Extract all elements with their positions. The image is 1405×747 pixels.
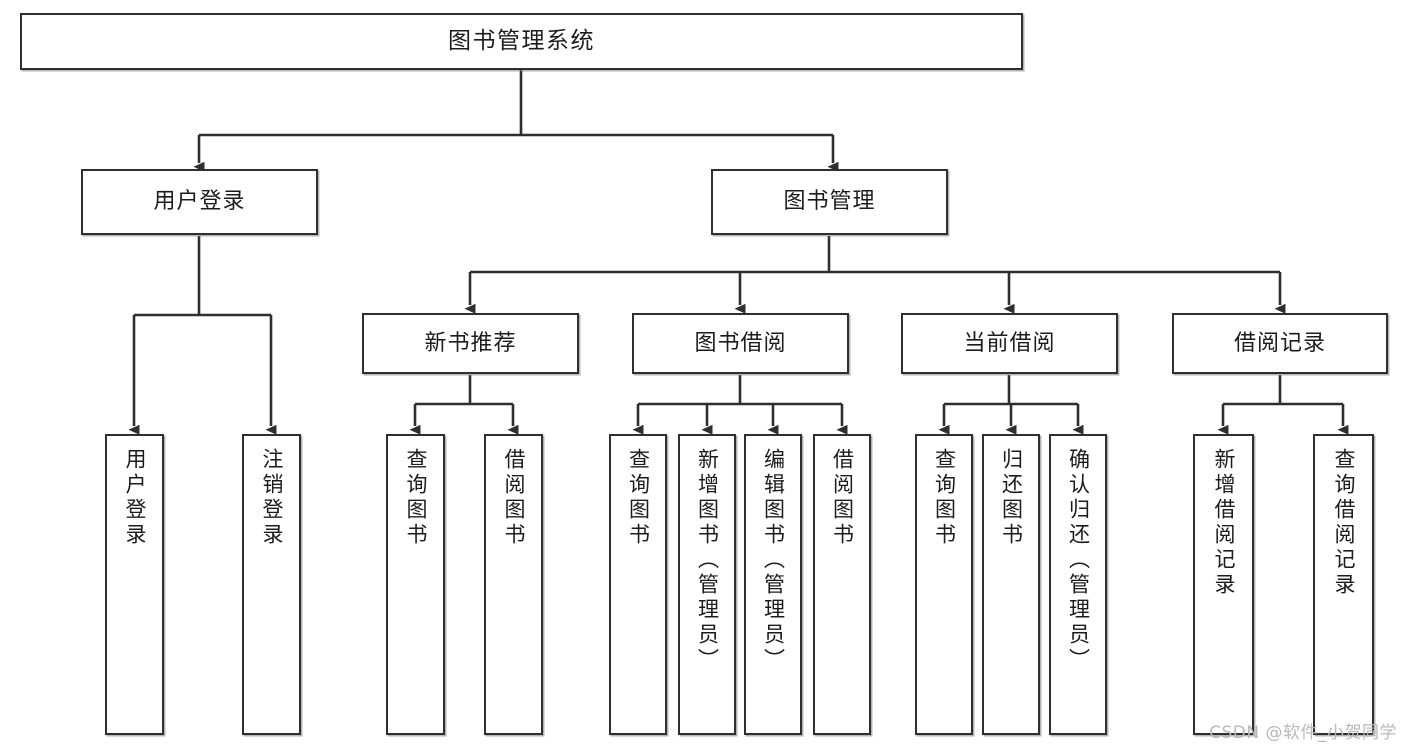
node-leaf-user-logout[interactable]: 注销登录	[242, 434, 301, 735]
node-label: 当前借阅	[963, 330, 1056, 356]
node-leaf-borrow-book-recommend[interactable]: 借阅图书	[484, 434, 543, 735]
node-label: 借阅图书	[502, 448, 526, 548]
watermark-text: CSDN @软件_小贺同学	[1209, 723, 1397, 743]
node-label: 图书借阅	[694, 330, 787, 356]
node-book-management[interactable]: 图书管理	[711, 169, 948, 235]
node-label: 用户登录	[123, 448, 147, 548]
node-leaf-return-book[interactable]: 归还图书	[982, 434, 1040, 735]
node-borrow-record[interactable]: 借阅记录	[1172, 313, 1388, 374]
node-root-system[interactable]: 图书管理系统	[20, 13, 1023, 70]
node-label: 新书推荐	[424, 330, 517, 356]
node-leaf-edit-book[interactable]: 编辑图书（管理员）	[744, 434, 802, 735]
node-leaf-query-record[interactable]: 查询借阅记录	[1313, 434, 1374, 735]
node-label: 查询图书	[932, 448, 957, 548]
node-leaf-confirm-return[interactable]: 确认归还（管理员）	[1049, 434, 1107, 735]
node-leaf-query-book-borrow[interactable]: 查询图书	[609, 434, 667, 735]
node-label: 借阅记录	[1233, 330, 1326, 356]
node-label: 新增图书（管理员）	[695, 448, 720, 673]
node-label: 借阅图书	[830, 448, 855, 548]
node-leaf-query-book-current[interactable]: 查询图书	[915, 434, 973, 735]
node-leaf-borrow-book[interactable]: 借阅图书	[813, 434, 871, 735]
node-leaf-add-book[interactable]: 新增图书（管理员）	[678, 434, 736, 735]
node-label: 查询图书	[626, 448, 651, 548]
node-label: 图书管理	[783, 189, 876, 215]
node-new-book-recommend[interactable]: 新书推荐	[362, 313, 579, 374]
node-label: 归还图书	[999, 448, 1024, 548]
node-leaf-add-record[interactable]: 新增借阅记录	[1193, 434, 1254, 735]
node-label: 注销登录	[260, 448, 284, 548]
node-current-borrow[interactable]: 当前借阅	[901, 313, 1118, 374]
node-label: 查询图书	[404, 448, 428, 548]
node-label: 图书管理系统	[448, 27, 595, 54]
node-label: 新增借阅记录	[1212, 448, 1236, 598]
node-book-borrow[interactable]: 图书借阅	[632, 313, 849, 374]
node-leaf-query-book-recommend[interactable]: 查询图书	[386, 434, 445, 735]
node-label: 确认归还（管理员）	[1066, 448, 1091, 673]
node-user-login[interactable]: 用户登录	[81, 169, 318, 235]
node-label: 编辑图书（管理员）	[761, 448, 786, 673]
node-label: 查询借阅记录	[1332, 448, 1356, 598]
node-label: 用户登录	[153, 189, 246, 215]
node-leaf-user-login[interactable]: 用户登录	[105, 434, 164, 735]
